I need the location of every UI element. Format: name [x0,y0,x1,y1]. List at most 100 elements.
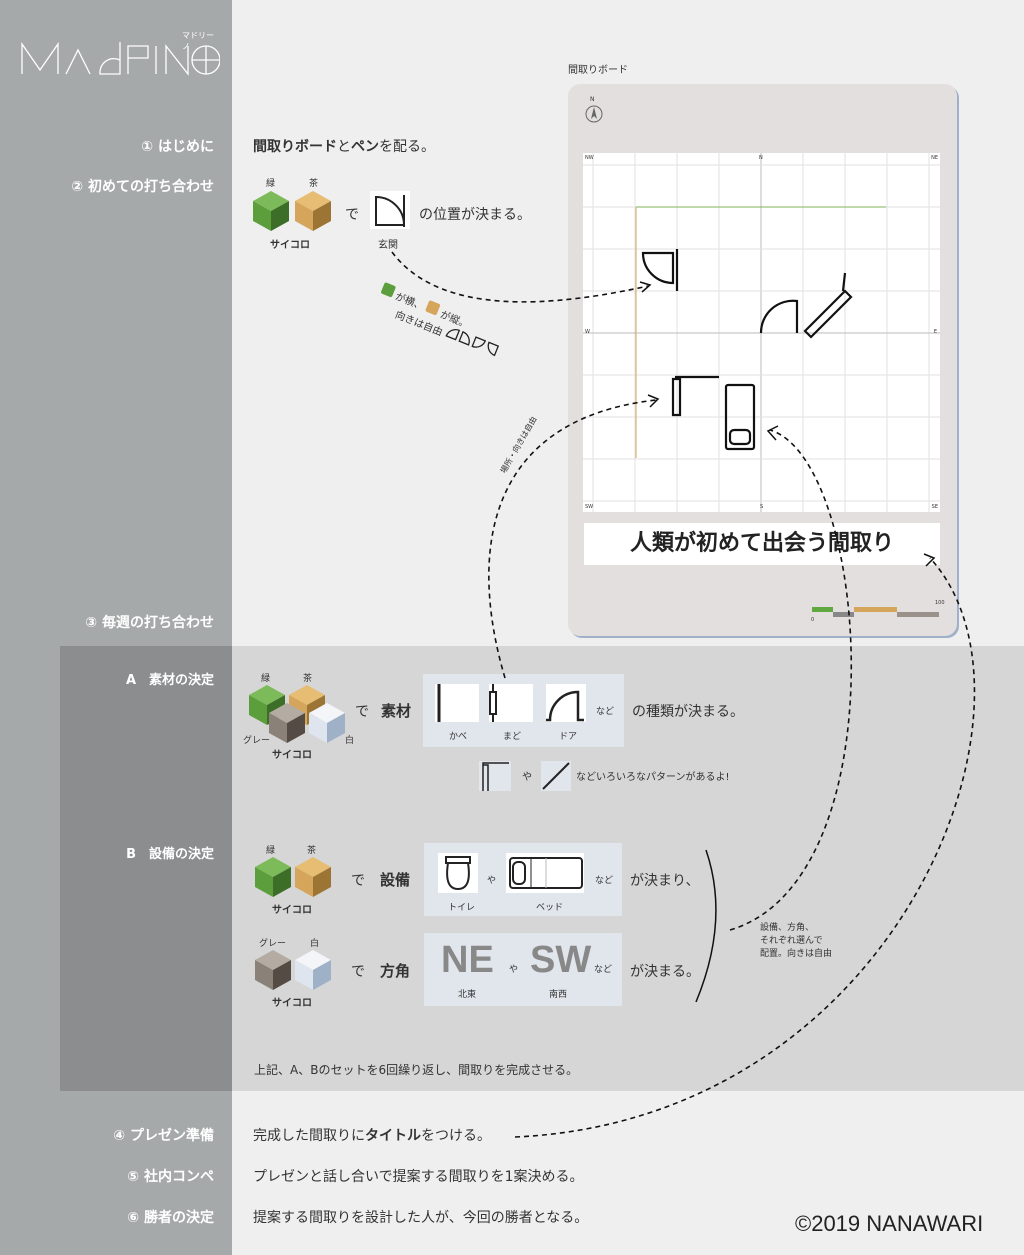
corner-se: SE [931,504,938,510]
direction-examples: NE 北東 や SW 南西 など [424,933,622,1006]
corner-nw: NW [585,155,594,161]
placed-pieces [635,206,886,458]
title-term: タイトル [365,1128,421,1144]
bed-label: ベッド [536,903,564,913]
window-label: まど [503,732,522,742]
dice-green-label: 緑 [266,846,276,856]
dice-name: サイコロ [272,905,312,916]
green-die-icon [252,190,290,232]
door-orientations-icon [445,329,500,357]
score-scale: 0 100 [811,600,945,623]
corner-ne: NE [931,155,938,161]
text: をつける。 [421,1128,491,1144]
door-icon [375,195,406,227]
step-6-text: 提案する間取りを設計した人が、今回の勝者となる。 [253,1210,589,1226]
material-term: 素材 [381,702,412,720]
bracket-note-line: それぞれ選んで [760,936,823,946]
note-free: 向きは自由 [393,309,444,339]
step-5-text: プレゼンと話し合いで提案する間取りを1案決める。 [253,1169,584,1185]
dice-name: サイコロ [270,240,310,251]
step-a-label: A 素材の決定 [125,673,214,688]
corner-e: E [933,329,937,335]
scale-tan-segment [854,607,897,612]
patterns-note: などいろいろなパターンがあるよ! [576,772,730,783]
step-6-label: ⑥ 勝者の決定 [127,1210,214,1226]
ne-jp-label: 北東 [458,990,477,1000]
dice-tan-label: 茶 [303,674,313,684]
direction-result: が決まる。 [630,964,700,980]
equipment-examples: トイレ や ベッド など [424,843,622,916]
bracket-note: 設備、方角、 それぞれ選んで 配置。向きは自由 [760,922,832,961]
door-tile [546,684,586,722]
compass-icon [585,105,603,123]
dice-gray-label: グレー [259,939,287,949]
step-3-label: ③ 毎週の打ち合わせ [85,615,214,631]
step-1-label: ① はじめに [141,139,214,155]
board-grid: NW N NE W E SW S SE [583,153,940,512]
step-b-label: B 設備の決定 [126,847,214,862]
and: と [337,139,351,155]
dice-tan-label: 茶 [307,846,317,856]
nado: など [596,707,615,717]
wall-icon [437,684,441,722]
entrance-tile [370,191,410,229]
corner-wall-pattern [479,761,511,791]
bed-tile [506,853,584,893]
window-tile [489,684,533,722]
compass: N [585,96,603,126]
board-term: 間取りボード [253,139,337,155]
toilet-label: トイレ [448,903,476,913]
bracket-note-line: 配置。向きは自由 [760,949,833,959]
white-die-icon [294,949,332,991]
corner-n: N [759,155,763,161]
nado: など [595,876,614,886]
entrance-label: 玄関 [378,240,398,251]
de-text: で [351,873,365,889]
scale-green-segment [812,607,833,612]
direction-term: 方角 [380,962,411,980]
de-text: で [355,704,369,720]
scale-max: 100 [935,600,945,606]
board-caption: 間取りボード [568,65,628,76]
ya-text: や [522,772,532,783]
gray-die-icon [268,702,306,744]
diagonal-window-icon [542,762,570,790]
entrance-result: の位置が決まる。 [419,207,531,223]
logo-subtitle: マドリーノ [182,31,214,51]
dice-white-label: 白 [310,939,320,949]
green-die-icon [254,856,292,898]
door-label: ドア [559,732,578,742]
repeat-note: 上記、A、Bのセットを6回繰り返し、間取りを完成させる。 [254,1063,579,1077]
dice-white-label: 白 [345,736,355,746]
tan-die-icon [425,300,441,316]
plan-title: 人類が初めて出会う間取り [584,523,940,565]
logo: マドリーノ [20,31,221,84]
de-text: で [351,964,365,980]
pen-term: ペン [351,139,379,155]
dice-green-label: 緑 [266,179,276,189]
bracket-note-line: 設備、方角、 [760,923,815,933]
orientation-note: が横、 が縦。 向きは自由 [373,282,510,362]
corner-w: W [585,329,590,335]
dice-name: サイコロ [272,998,312,1009]
copyright: ©2019 NANAWARI [795,1211,984,1236]
wall-tile [435,684,479,722]
material-examples: かべ まど ドア など [423,674,624,747]
corner-wall-icon [482,762,509,791]
scale-min: 0 [811,617,815,623]
sw-label: SW [530,939,592,981]
text: 完成した間取りに [253,1128,365,1144]
window-icon [489,684,497,722]
de-text: で [345,207,359,223]
step-4-text: 完成した間取りにタイトルをつける。 [253,1125,491,1145]
step-4-label: ④ プレゼン準備 [113,1128,214,1144]
scale-gray2-segment [897,612,939,617]
equipment-result: が決まり、 [630,873,700,889]
distribute: を配る。 [379,139,435,155]
step-2-label: ② 初めての打ち合わせ [71,179,214,195]
compass-north: N [590,96,595,103]
step-1-text: 間取りボードとペンを配る。 [253,136,435,156]
bed-icon [509,857,583,889]
green-die-icon [380,282,397,298]
material-result: の種類が決まる。 [632,704,744,720]
